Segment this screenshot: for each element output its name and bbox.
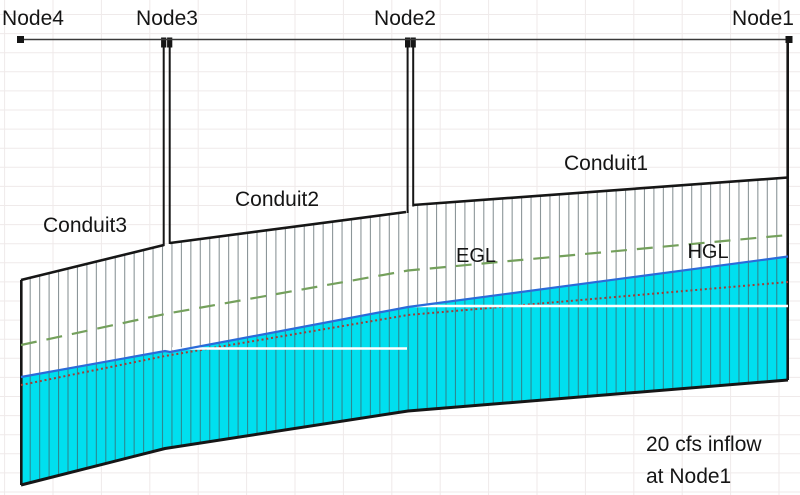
node-riser-cap [405, 37, 411, 48]
hgl-label: HGL [687, 241, 729, 263]
node-marker-square [17, 36, 24, 43]
node-riser-cap [161, 37, 167, 48]
egl-label: EGL [455, 245, 497, 267]
inflow-annotation-line1: 20 cfs inflow [646, 433, 762, 456]
inflow-annotation: 20 cfs inflow at Node1 [646, 429, 762, 493]
inflow-annotation-line2: at Node1 [646, 465, 732, 488]
conduit-invert-line [20, 378, 789, 487]
node-marker-square [785, 36, 793, 43]
conduit-crown-line [20, 243, 165, 282]
conduit-crown-line [169, 210, 407, 245]
node4-label: Node4 [2, 7, 64, 30]
conduit-crown-line [412, 176, 789, 207]
node3-label: Node3 [136, 7, 198, 30]
water-fill [21, 256, 788, 485]
critical-depth-line [20, 281, 789, 386]
hgl-line [20, 255, 789, 379]
egl-line [20, 233, 789, 347]
node-riser-cap [410, 37, 416, 48]
conduit1-label: Conduit1 [563, 152, 649, 175]
node-riser-cap [167, 37, 173, 48]
node2-label: Node2 [374, 7, 436, 30]
conduit3-label: Conduit3 [42, 214, 128, 237]
node1-label: Node1 [732, 7, 794, 30]
conduit2-label: Conduit2 [234, 188, 320, 211]
